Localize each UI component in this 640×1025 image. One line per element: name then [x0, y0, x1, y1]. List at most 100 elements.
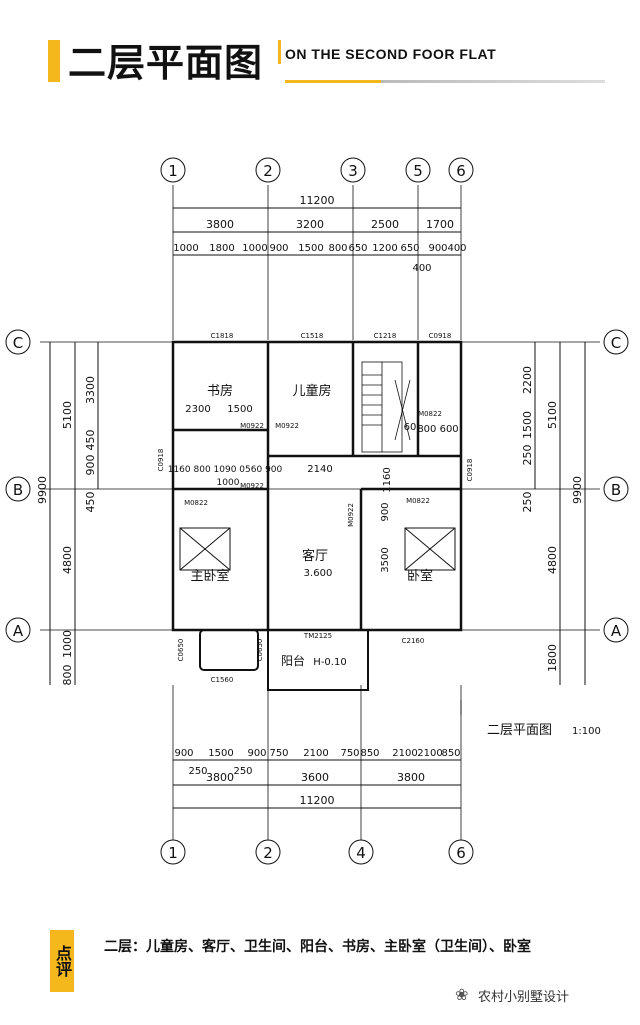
plan-caption: 二层平面图 1:100 [460, 700, 601, 738]
review-label: 点评 [50, 930, 74, 992]
svg-text:750: 750 [340, 748, 359, 759]
door-tags: M0922 M0922 M0822 M0922 M0922 M0822 M082… [184, 410, 442, 527]
bottom-dimensions: 900 1500 900 750 2100 750 850 2100 2100 … [173, 748, 461, 809]
svg-text:900: 900 [247, 748, 266, 759]
bed-bedroom [404, 527, 456, 571]
room-study-label: 书房 [207, 383, 233, 399]
svg-text:3800: 3800 [206, 218, 234, 231]
svg-text:M0922: M0922 [240, 422, 264, 430]
interior-dimensions: 2300 1500 1160 800 1090 0560 900 2140 10… [168, 404, 459, 573]
svg-text:5100: 5100 [546, 401, 559, 429]
axis-label-2-bottom: 2 [263, 844, 273, 862]
svg-text:C1518: C1518 [301, 332, 324, 340]
svg-text:900: 900 [269, 243, 288, 254]
svg-text:400: 400 [412, 263, 431, 274]
axis-label-6-bottom: 6 [456, 844, 466, 862]
floor-plan: 1 2 3 5 6 1 2 4 6 C B A C B A 11200 [0, 140, 640, 894]
yellow-accent-small [278, 40, 281, 64]
axis-bubble-3-top [340, 157, 366, 183]
svg-text:9900: 9900 [36, 476, 49, 504]
axis-bubbles-bottom: 1 2 4 6 [160, 839, 474, 865]
svg-text:1500: 1500 [521, 411, 534, 439]
axis-label-5-top: 5 [413, 162, 423, 180]
svg-text:750: 750 [269, 748, 288, 759]
svg-text:800: 800 [328, 243, 347, 254]
room-balcony-label: 阳台 [281, 653, 305, 668]
svg-text:3500: 3500 [380, 547, 391, 572]
svg-text:2500: 2500 [371, 218, 399, 231]
svg-text:C2160: C2160 [402, 637, 425, 645]
axis-label-1-bottom: 1 [168, 844, 178, 862]
svg-text:C1218: C1218 [374, 332, 397, 340]
floor-plan-drawing: 1 2 3 5 6 1 2 4 6 C B A C B A 11200 [5, 157, 629, 865]
axis-bubbles-side: C B A C B A [5, 329, 629, 643]
svg-text:450: 450 [84, 430, 97, 451]
chat-icon: ❀ [455, 985, 469, 1004]
left-dimensions: 9900 5100 4800 1000 800 3300 450 900 450 [36, 342, 99, 686]
svg-text:C1818: C1818 [211, 332, 234, 340]
svg-text:850: 850 [441, 748, 460, 759]
axis-label-a-right: A [611, 622, 622, 640]
svg-text:C0650: C0650 [177, 639, 185, 662]
svg-text:1200: 1200 [372, 243, 397, 254]
axis-grid-lines [40, 185, 600, 840]
room-master-label: 主卧室 [190, 568, 229, 584]
svg-text:250: 250 [188, 766, 207, 777]
room-living-label: 客厅 [302, 548, 328, 564]
svg-text:C0918: C0918 [429, 332, 452, 340]
svg-text:3200: 3200 [296, 218, 324, 231]
svg-text:M0822: M0822 [184, 499, 208, 507]
window-tags: C1818 C1518 C1218 C0918 C0918 C0918 C156… [157, 332, 474, 684]
yellow-accent-bar [48, 40, 60, 82]
svg-text:M0922: M0922 [347, 503, 355, 527]
svg-text:3300: 3300 [84, 376, 97, 404]
svg-text:900: 900 [174, 748, 193, 759]
axis-label-a-left: A [13, 622, 24, 640]
svg-text:850: 850 [360, 748, 379, 759]
svg-text:250: 250 [521, 445, 534, 466]
axis-label-c-left: C [13, 334, 23, 352]
svg-text:900: 900 [84, 455, 97, 476]
plan-caption-title: 二层平面图 [487, 723, 552, 738]
axis-label-6-top: 6 [456, 162, 466, 180]
svg-text:C0650: C0650 [256, 639, 264, 662]
svg-text:C0918: C0918 [157, 449, 165, 472]
svg-text:C1560: C1560 [211, 676, 234, 684]
axis-label-b-left: B [13, 481, 23, 499]
svg-text:650: 650 [348, 243, 367, 254]
svg-text:1000: 1000 [61, 630, 74, 658]
axis-bubble-6-top [448, 157, 474, 183]
svg-text:4800: 4800 [61, 546, 74, 574]
axis-bubble-1-top [160, 157, 186, 183]
dim-top-total: 11200 [300, 194, 335, 207]
svg-text:5100: 5100 [61, 401, 74, 429]
svg-text:1000: 1000 [173, 243, 198, 254]
svg-text:9900: 9900 [571, 476, 584, 504]
axis-label-1-top: 1 [168, 162, 178, 180]
svg-text:1500: 1500 [298, 243, 323, 254]
svg-text:1700: 1700 [426, 218, 454, 231]
axis-bubble-2-top [255, 157, 281, 183]
title-underline [285, 80, 605, 83]
svg-text:2200: 2200 [521, 366, 534, 394]
svg-text:M0822: M0822 [406, 497, 430, 505]
watermark-text: 农村小别墅设计 [478, 990, 570, 1005]
axis-bubbles-top: 1 2 3 5 6 [160, 157, 474, 183]
axis-bubble-5-top [405, 157, 431, 183]
staircase [361, 361, 411, 453]
axis-label-c-right: C [611, 334, 621, 352]
svg-text:C0918: C0918 [466, 459, 474, 482]
svg-text:800 600: 800 600 [417, 424, 458, 435]
axis-label-3-top: 3 [348, 162, 358, 180]
right-dimensions: 9900 5100 4800 1800 2200 1500 250 250 [521, 342, 586, 685]
plan-caption-scale: 1:100 [572, 726, 601, 737]
svg-text:3800: 3800 [397, 771, 425, 784]
svg-text:3800: 3800 [206, 771, 234, 784]
svg-text:900: 900 [428, 243, 447, 254]
svg-text:1500: 1500 [208, 748, 233, 759]
svg-text:2100: 2100 [303, 748, 328, 759]
svg-text:1160 800 1090 0560 900: 1160 800 1090 0560 900 [168, 465, 283, 475]
svg-text:450: 450 [84, 492, 97, 513]
svg-text:1000: 1000 [242, 243, 267, 254]
svg-text:M0822: M0822 [418, 410, 442, 418]
